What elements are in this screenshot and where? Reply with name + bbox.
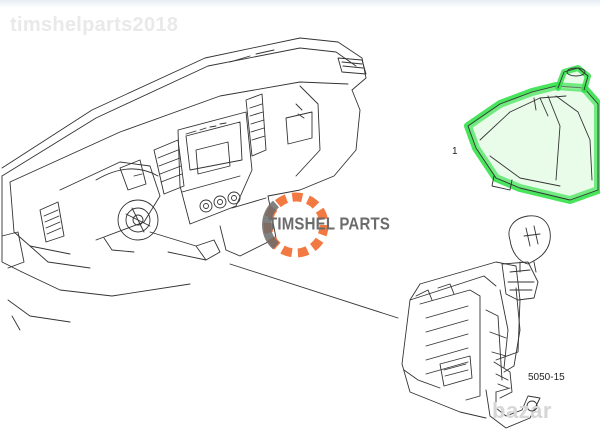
gear-lever-boot-drawing [464,65,600,204]
dashboard-drawing [1,37,367,331]
site-watermark: bazar [492,398,552,423]
part-callout-number: 1 [452,146,458,157]
top-bar [0,0,600,8]
brand-gear-logo [262,192,329,258]
seller-watermark: timshelparts2018 [10,14,179,36]
brand-name: TIMSHEL PARTS [268,214,391,235]
shifter-drawing [229,215,551,429]
drawing-code: 5050-15 [528,372,565,383]
